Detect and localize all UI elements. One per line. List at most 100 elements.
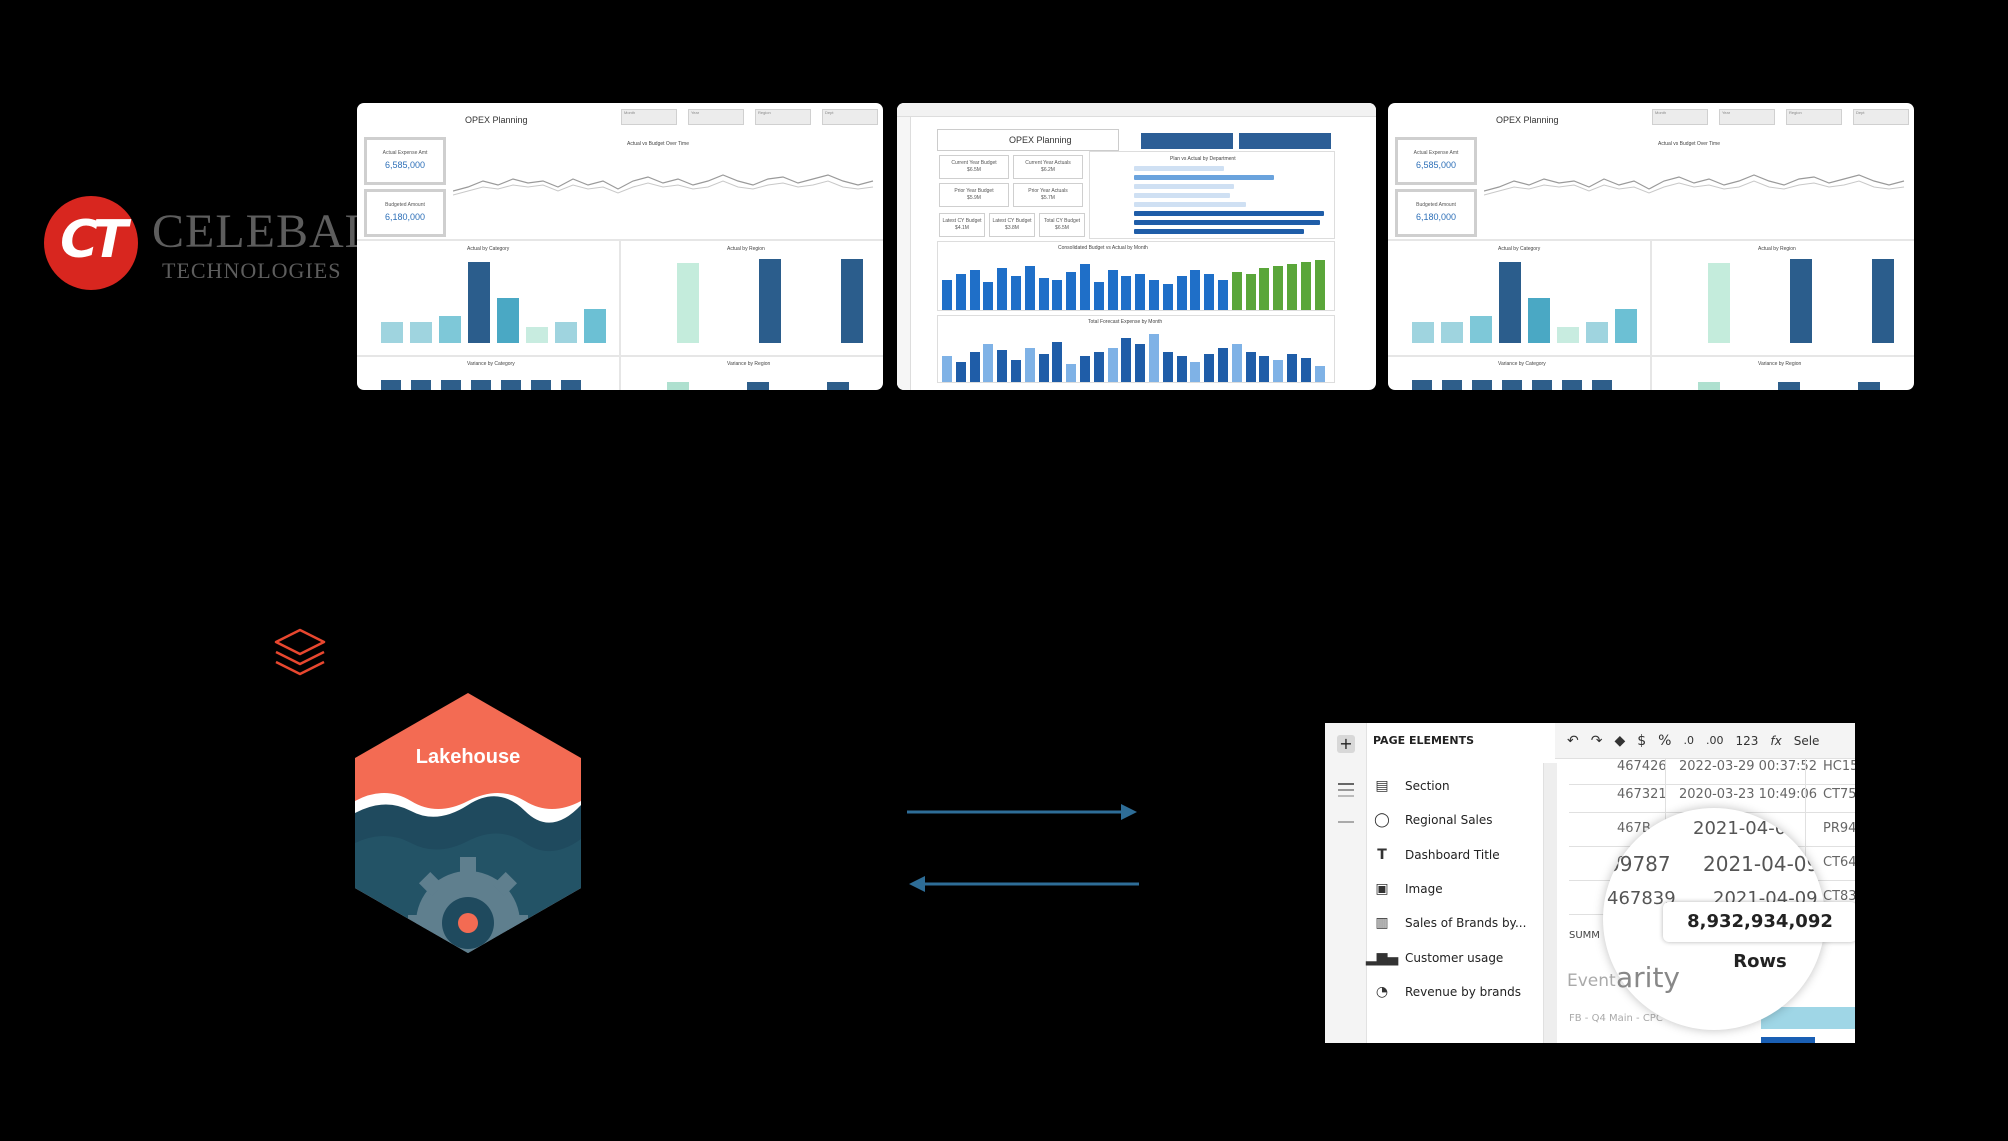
category-bar-chart bbox=[375, 255, 611, 343]
campaign-label: FB - Q4 Main - CPC - TK bbox=[1569, 1013, 1686, 1024]
variance-bars bbox=[1406, 377, 1642, 390]
bar-chart-icon: ▂▆▄ bbox=[1365, 949, 1399, 966]
arrow-left-icon bbox=[909, 876, 1139, 892]
data-bar bbox=[1761, 1037, 1815, 1043]
formula-icon[interactable]: fx bbox=[1770, 733, 1782, 748]
chart-bar bbox=[1107, 270, 1118, 310]
panel-title: Actual by Category bbox=[467, 246, 510, 252]
chart-bar bbox=[1038, 354, 1049, 382]
chart-bar bbox=[942, 280, 952, 310]
line-chart bbox=[453, 174, 874, 196]
chart-bar bbox=[942, 356, 952, 382]
chart-bar bbox=[1093, 352, 1104, 382]
fill-icon[interactable]: ◆ bbox=[1614, 732, 1626, 749]
row-count-badge: 8,932,934,092 Rows bbox=[1663, 902, 1855, 972]
chart-bar bbox=[1038, 278, 1049, 310]
chart-bar bbox=[439, 316, 461, 343]
chart-bar bbox=[1135, 344, 1146, 382]
chart-bar bbox=[1314, 260, 1325, 310]
element-revenue-by-brands[interactable]: ◔Revenue by brands bbox=[1373, 975, 1526, 1009]
chart-bar bbox=[468, 262, 490, 343]
chart-bar bbox=[1231, 344, 1242, 382]
variance-bars bbox=[375, 377, 611, 390]
chart-bar bbox=[969, 270, 980, 310]
section-icon: ▤ bbox=[1375, 778, 1389, 795]
chart-bar bbox=[1121, 338, 1132, 382]
chart-bar bbox=[1066, 364, 1077, 382]
chart-bar bbox=[1066, 272, 1077, 310]
add-element-button[interactable]: + bbox=[1337, 735, 1355, 753]
menu-icon[interactable] bbox=[1338, 783, 1354, 785]
filter-dropdown: Year bbox=[688, 109, 744, 125]
currency-icon[interactable]: $ bbox=[1637, 732, 1647, 749]
element-sales-of-brands[interactable]: ▥Sales of Brands by... bbox=[1373, 906, 1526, 940]
filter-dropdown: Dept bbox=[822, 109, 878, 125]
panel-title: Actual by Category bbox=[1498, 246, 1541, 252]
chart-bar bbox=[677, 263, 699, 343]
panel-title: Variance by Region bbox=[727, 361, 771, 367]
opex-dashboard-screenshot-1: OPEX Planning Month Year Region Dept Act… bbox=[357, 103, 883, 390]
lakehouse-label: Lakehouse bbox=[416, 746, 520, 768]
element-section[interactable]: ▤Section bbox=[1373, 769, 1526, 803]
summary-label: SUMM bbox=[1569, 930, 1600, 941]
panel-title: Variance by Region bbox=[1758, 361, 1802, 367]
chart-bar bbox=[1121, 276, 1132, 310]
chart-bar bbox=[1024, 266, 1035, 310]
variance-bars bbox=[1678, 377, 1904, 390]
chart-bar bbox=[1412, 321, 1434, 343]
hbar-chart: Plan vs Actual by Department bbox=[1089, 151, 1335, 239]
panel-title: Variance by Category bbox=[467, 361, 515, 367]
opex-dashboard-screenshot-2: OPEX Planning Current Year Budget$6.5M C… bbox=[897, 103, 1376, 390]
filter-dropdown: Dept bbox=[1853, 109, 1909, 125]
element-regional-sales[interactable]: ◯Regional Sales bbox=[1374, 812, 1493, 829]
chart-bar bbox=[1586, 321, 1608, 343]
chart-bar bbox=[1287, 264, 1297, 310]
chart-bar bbox=[1024, 348, 1035, 382]
chart-bar bbox=[1176, 276, 1187, 310]
databricks-icon bbox=[274, 628, 326, 676]
dashboard-title: OPEX Planning bbox=[1496, 115, 1559, 125]
circle-icon: ◯ bbox=[1374, 812, 1390, 829]
chart-bar bbox=[1149, 280, 1159, 310]
element-customer-usage[interactable]: ▂▆▄Customer usage bbox=[1365, 949, 1504, 966]
chart-bar bbox=[1080, 264, 1090, 310]
number-format-dropdown[interactable]: 123 bbox=[1735, 733, 1759, 748]
table-icon: ▥ bbox=[1375, 915, 1389, 932]
opex-dashboard-screenshot-3: OPEX Planning Month Year Region Dept Act… bbox=[1388, 103, 1914, 390]
increase-decimal-icon[interactable]: .00 bbox=[1705, 734, 1724, 747]
panel-title: Actual by Region bbox=[1758, 246, 1796, 252]
chart-bar bbox=[983, 282, 994, 310]
chart-bar bbox=[1052, 280, 1063, 310]
decrease-decimal-icon[interactable]: .0 bbox=[1683, 734, 1694, 747]
redo-icon[interactable]: ↷ bbox=[1590, 732, 1603, 749]
left-rail: + bbox=[1325, 723, 1367, 1043]
filter-dropdown: Month bbox=[1652, 109, 1708, 125]
element-image[interactable]: ▣Image bbox=[1373, 872, 1526, 906]
chart-bar bbox=[759, 259, 781, 343]
chart-bar bbox=[497, 297, 519, 343]
chart-bar bbox=[955, 362, 966, 382]
panel-title: Actual vs Budget Over Time bbox=[627, 141, 689, 147]
select-dropdown[interactable]: Sele bbox=[1793, 733, 1820, 748]
line-chart bbox=[1484, 174, 1905, 196]
chart-bar bbox=[1273, 266, 1284, 310]
chart-bar bbox=[1080, 356, 1090, 382]
formatting-toolbar: ↶ ↷ ◆ $ % .0 .00 123 fx Sele bbox=[1555, 723, 1855, 759]
event-label: Event bbox=[1567, 971, 1616, 991]
filter-dropdown: Year bbox=[1719, 109, 1775, 125]
chart-bar bbox=[1093, 282, 1104, 310]
chart-bar bbox=[1149, 334, 1159, 382]
undo-icon[interactable]: ↶ bbox=[1567, 732, 1579, 749]
chart-bar bbox=[555, 321, 577, 343]
chart-bar bbox=[1218, 280, 1228, 310]
panel-title: Actual vs Budget Over Time bbox=[1658, 141, 1720, 147]
variance-bars bbox=[647, 377, 873, 390]
chart-bar bbox=[983, 344, 994, 382]
chart-bar bbox=[1107, 348, 1118, 382]
chart-bar bbox=[1528, 297, 1550, 343]
percent-icon[interactable]: % bbox=[1658, 732, 1672, 749]
